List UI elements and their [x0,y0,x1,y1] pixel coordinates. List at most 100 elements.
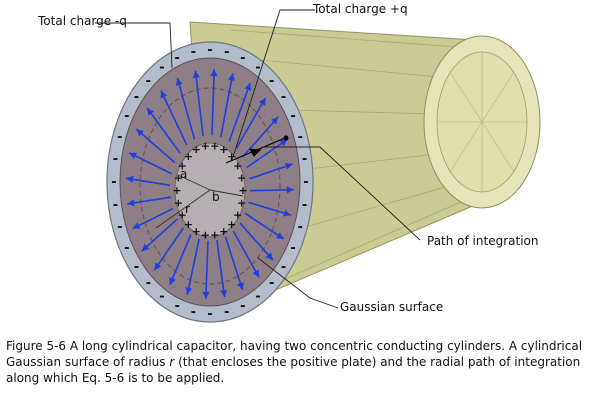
plus-sign: + [178,208,187,221]
minus-sign: - [113,198,118,213]
field-arrowhead [129,152,137,160]
gaussian-surface-label: Gaussian surface [340,300,444,314]
field-arrowhead [252,269,260,278]
minus-sign: - [146,276,151,291]
field-arrow [248,201,292,216]
minus-sign: - [159,289,164,304]
radius-b-label: b [212,190,220,204]
field-arrow [232,230,260,278]
positive-charges: ++++++++++++++++++++++ [172,139,247,241]
radius-a-label: a [180,167,187,181]
far-end-spokes [437,52,527,192]
minus-sign: - [298,220,303,235]
field-arrow [153,227,185,271]
plus-sign: + [233,208,242,221]
field-arrow [128,152,172,175]
minus-sign: - [255,61,260,76]
minus-sign: - [302,198,307,213]
field-arrow [186,238,200,295]
minus-sign: - [191,305,196,320]
outer-charge-label: Total charge -q [38,14,127,28]
minus-sign: - [290,109,295,124]
field-arrow [160,90,188,146]
minus-sign: - [174,51,179,66]
field-arrowhead [284,162,293,170]
plus-sign: + [219,225,228,238]
plus-sign: + [201,139,210,152]
field-arrow [127,196,171,205]
field-arrow [241,116,279,158]
field-arrowhead [175,78,183,86]
field-arrow [141,218,179,252]
field-arrow [244,212,285,240]
minus-sign: - [124,241,129,256]
field-arrow [249,163,293,180]
plus-sign: + [237,171,246,184]
gaussian-surface-circle [139,87,281,285]
field-arrowhead [237,282,244,290]
negative-charges: ------------------------------------ [111,43,308,322]
field-arrowhead [126,175,134,183]
plus-sign: + [238,184,247,197]
minus-sign: - [240,299,245,314]
plus-sign: + [210,229,219,242]
field-arrowhead [265,252,273,261]
minus-sign: - [159,61,164,76]
minus-sign: - [117,220,122,235]
plus-sign: + [172,184,181,197]
field-arrowhead [270,116,279,125]
field-arrow [176,77,196,140]
field-arrow [239,222,274,261]
plus-sign: + [178,160,187,173]
minus-sign: - [146,74,151,89]
field-arrow [146,107,181,154]
minus-sign: - [255,289,260,304]
field-arrow [224,236,244,291]
field-arrowhead [283,209,291,217]
minus-sign: - [174,299,179,314]
field-arrowhead [275,232,284,240]
field-arrowhead [244,83,252,91]
field-arrowhead [202,291,210,299]
field-arrowhead [259,97,266,106]
minus-sign: - [124,109,129,124]
field-arrowhead [147,107,154,116]
minus-sign: - [224,305,229,320]
plus-sign: + [233,160,242,173]
minus-sign: - [224,45,229,60]
plus-sign: + [201,229,210,242]
integration-path [225,135,289,164]
field-arrowhead [286,186,294,194]
caption-variable-r: r [169,355,175,369]
path-of-integration-label: Path of integration [427,234,539,248]
plus-sign: + [174,171,183,184]
field-arrow [235,97,267,149]
minus-sign: - [191,45,196,60]
field-arrowhead [279,139,288,147]
minus-sign: - [117,130,122,145]
field-arrowhead [185,287,193,295]
plus-sign: + [210,139,219,152]
field-arrow [125,177,171,187]
minus-sign: - [290,241,295,256]
field-arrowhead [141,243,150,252]
minus-sign: - [134,90,139,105]
field-arrow [216,240,226,298]
plus-sign: + [184,218,193,231]
field-arrow [211,69,215,136]
field-arrows [125,69,294,299]
minus-sign: - [269,74,274,89]
figure-caption: Figure 5-6 A long cylindrical capacitor,… [6,338,598,386]
plus-sign: + [192,143,201,156]
field-arrow [194,70,204,136]
minus-sign: - [207,307,212,322]
field-arrow [135,128,176,164]
plus-sign: + [219,143,228,156]
leader-lines [95,9,421,309]
field-arrowhead [136,128,144,137]
field-arrowhead [132,222,141,229]
caption-text-2: (that encloses the positive plate) and t… [6,355,581,385]
inner-charge-label: Total charge +q [313,2,408,16]
minus-sign: - [302,152,307,167]
minus-sign: - [281,90,286,105]
